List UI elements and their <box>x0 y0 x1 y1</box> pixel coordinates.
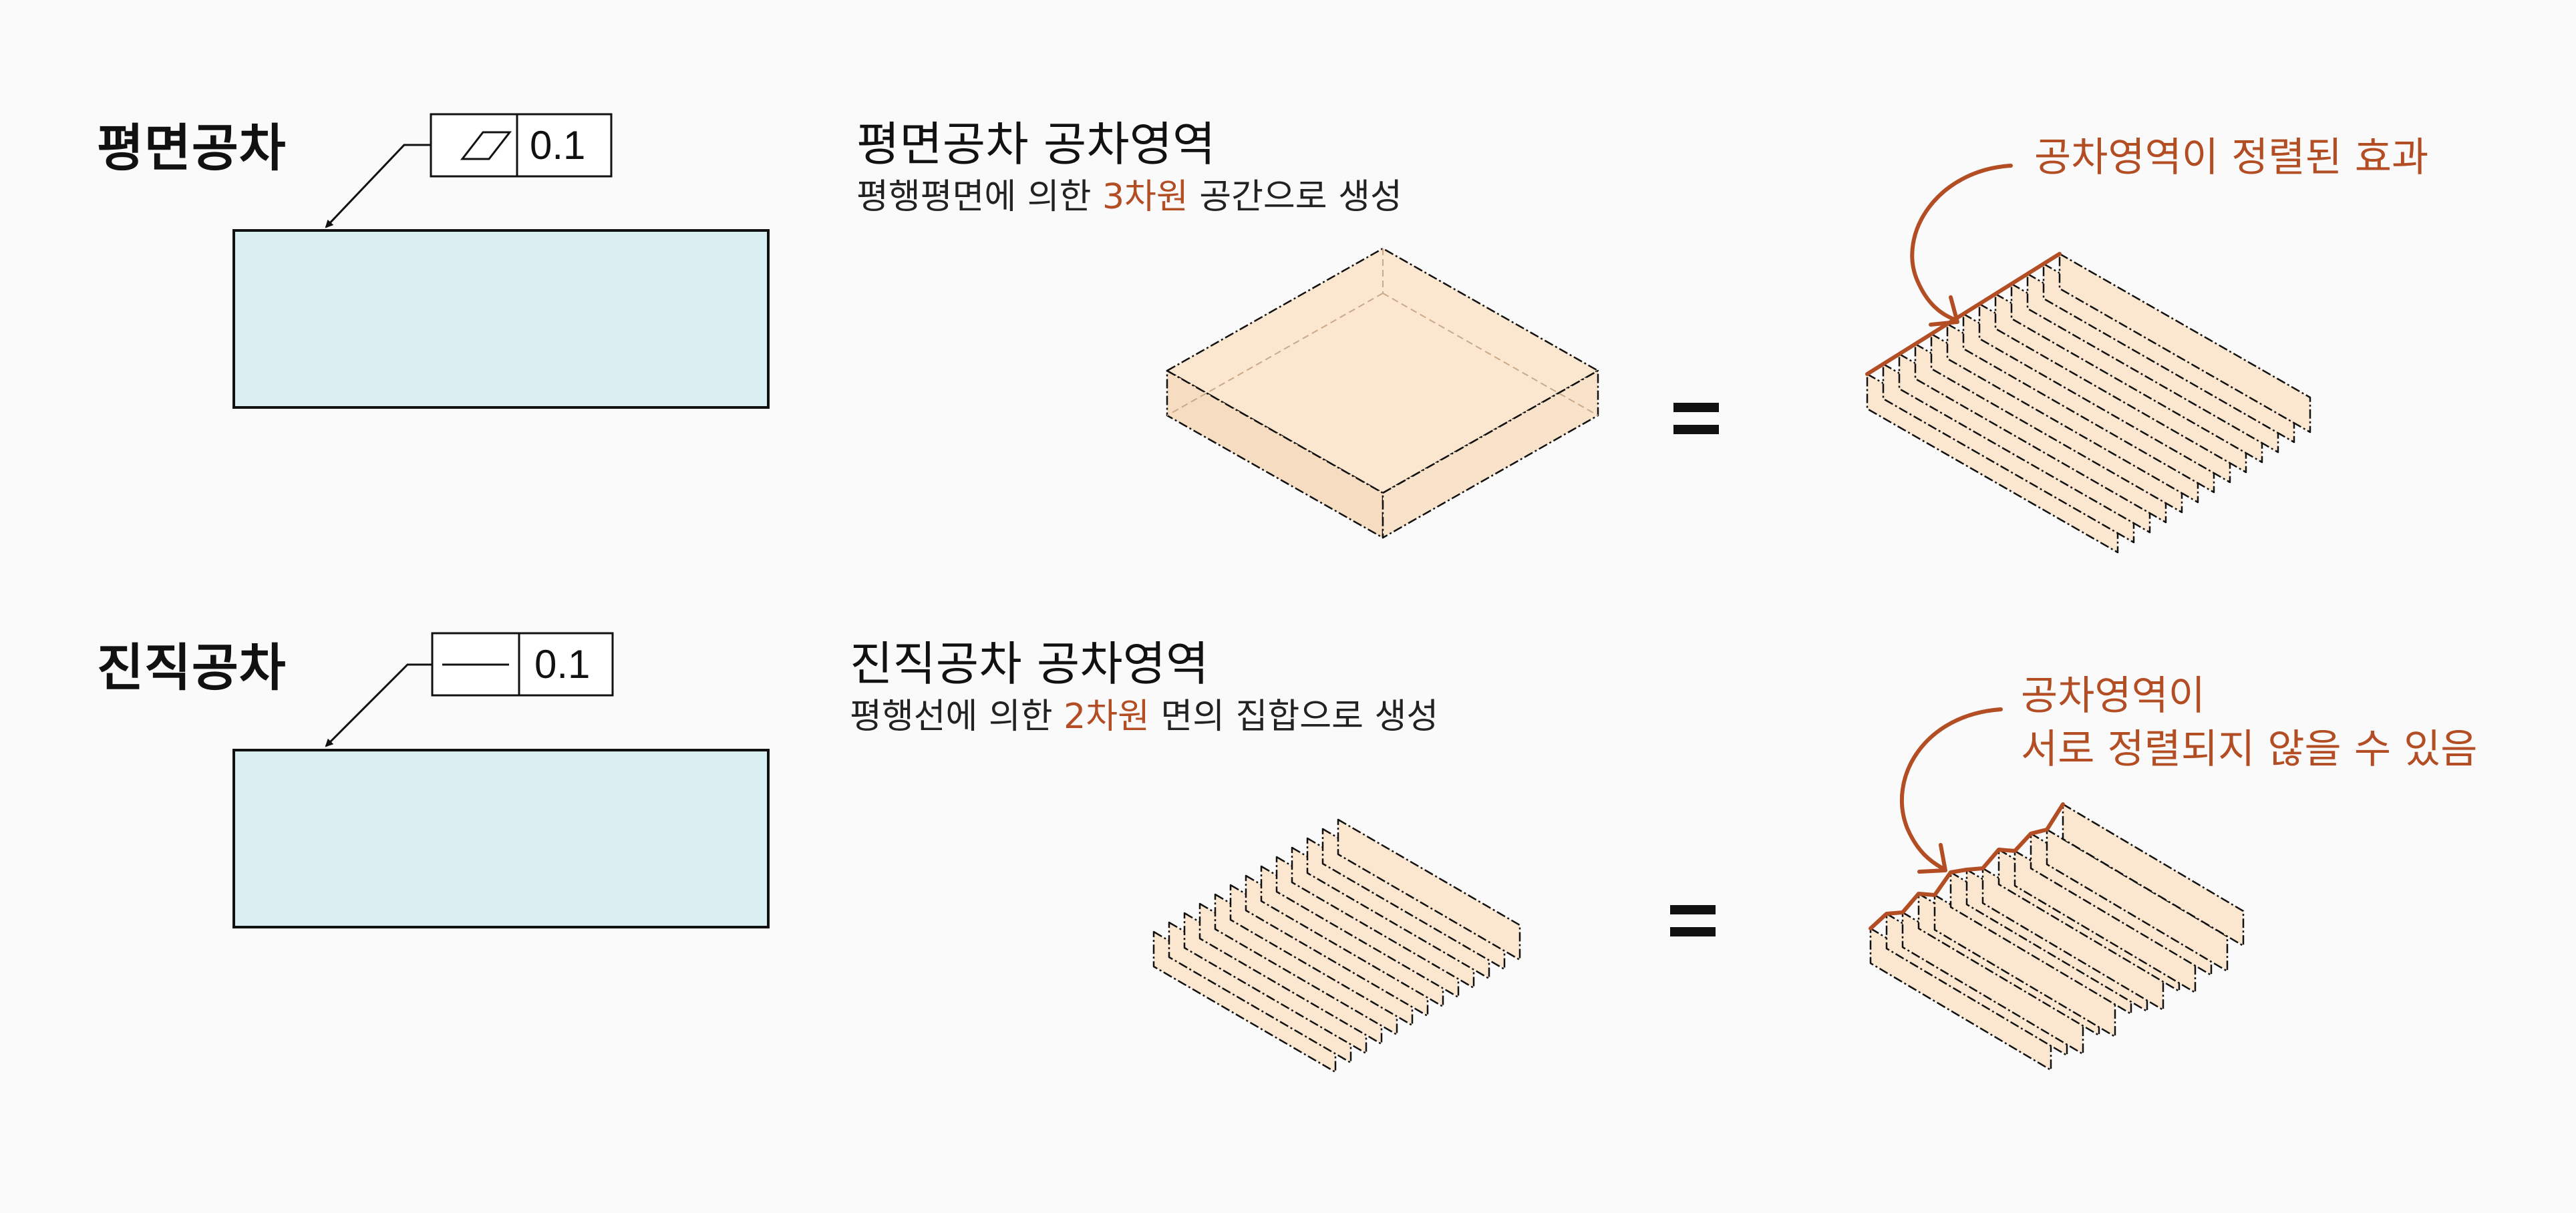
flatness-aligned-fins <box>1865 252 2311 554</box>
straightness-title: 진직공차 <box>97 638 287 697</box>
zone-top-edge-highlight <box>1865 252 2062 376</box>
flatness-desc-before: 평행평면에 의한 <box>856 177 1102 217</box>
tolerance-plane <box>1337 818 1521 961</box>
straightness-note-arrow <box>1899 707 2003 874</box>
flatness-note-arrow <box>1910 164 2013 327</box>
straightness-note-line-2: 서로 정렬되지 않을 수 있음 <box>2021 726 2478 773</box>
flatness-parallelogram-icon <box>460 131 512 160</box>
flatness-title: 평면공차 <box>97 118 287 178</box>
flatness-part-rect <box>232 229 770 409</box>
straightness-zone-title: 진직공차 공차영역 <box>850 637 1209 691</box>
straightness-zone-desc: 평행선에 의한 2차원 면의 집합으로 생성 <box>850 688 1438 738</box>
straightness-note-line-1: 공차영역이 <box>2021 673 2205 719</box>
flatness-desc-highlight: 3차원 <box>1102 177 1188 217</box>
flatness-leader <box>325 144 431 228</box>
straightness-part-rect <box>232 749 770 928</box>
straightness-leader <box>325 663 432 747</box>
straightness-zone-fins <box>1152 818 1521 1073</box>
tolerance-plane <box>2046 828 2229 973</box>
straightness-desc-highlight: 2차원 <box>1064 697 1150 737</box>
straightness-unaligned-fins <box>1869 802 2245 1071</box>
tolerance-plane <box>2062 803 2245 947</box>
flatness-tolerance-value: 0.1 <box>530 123 585 168</box>
straightness-desc-after: 면의 집합으로 생성 <box>1149 697 1439 737</box>
flatness-desc-after: 공간으로 생성 <box>1188 177 1402 217</box>
zone-top-edge-highlight <box>1869 802 2065 930</box>
straightness-tolerance-value: 0.1 <box>534 642 590 687</box>
flatness-note-line: 공차영역이 정렬된 효과 <box>2034 134 2429 181</box>
flatness-zone-hidden-edges <box>1166 248 1599 416</box>
flatness-zone-title: 평면공차 공차영역 <box>856 117 1216 172</box>
straightness-feature-control-frame: 0.1 <box>431 632 614 697</box>
tolerance-plane <box>2058 252 2311 434</box>
flatness-feature-control-frame: 0.1 <box>430 113 613 178</box>
flatness-equals-sign <box>1673 403 1719 434</box>
flatness-note: 공차영역이 정렬된 효과 <box>2034 131 2428 184</box>
straightness-desc-before: 평행선에 의한 <box>850 697 1064 737</box>
flatness-zone-desc: 평행평면에 의한 3차원 공간으로 생성 <box>856 168 1402 218</box>
straightness-equals-sign <box>1670 905 1716 936</box>
flatness-zone-slab <box>1166 247 1599 539</box>
